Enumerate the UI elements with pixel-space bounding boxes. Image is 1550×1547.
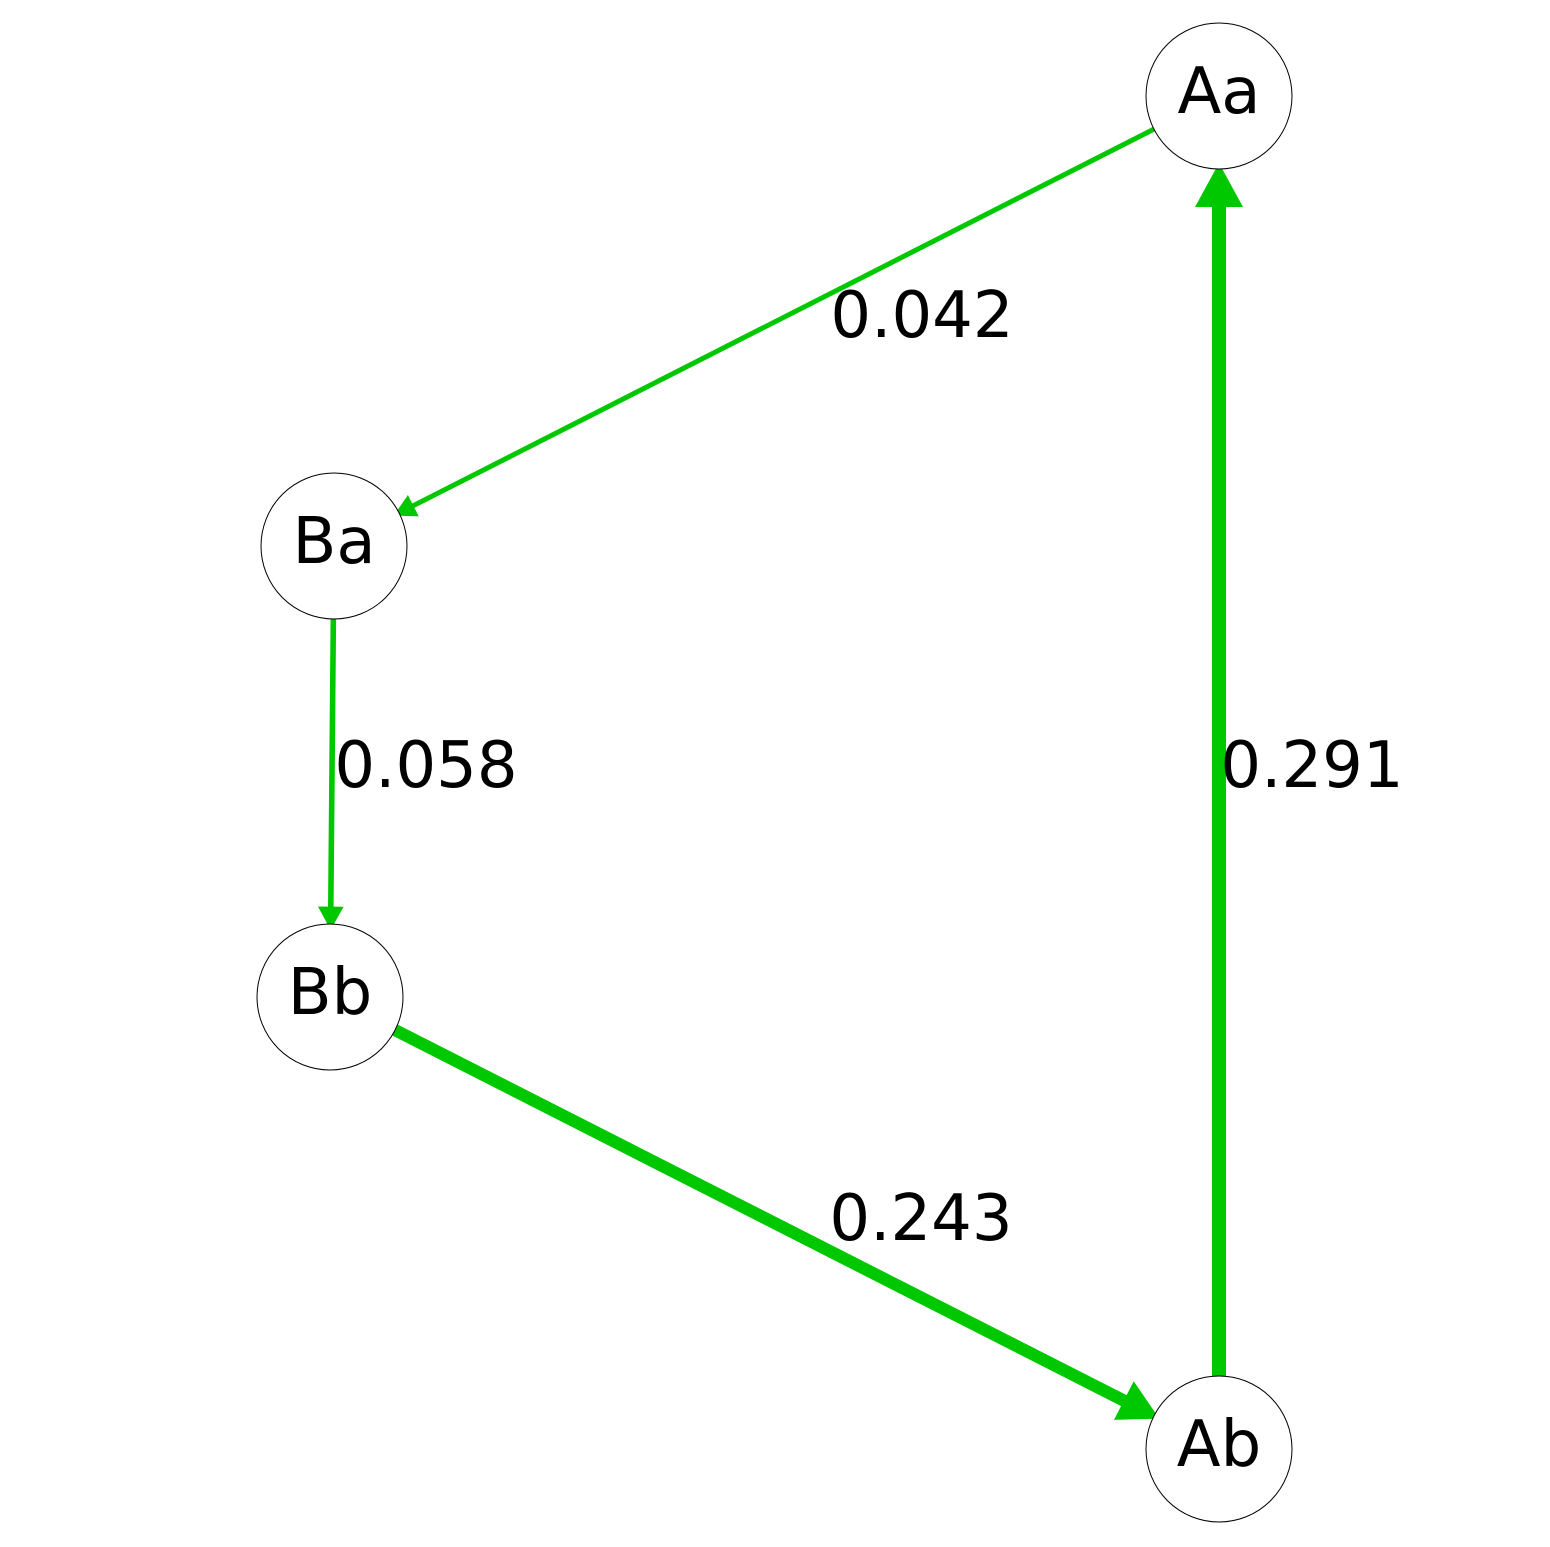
arrowhead-icon (318, 906, 344, 930)
node-ab-circle (1145, 1375, 1293, 1523)
edge-labels-layer: 0.042 0.058 0.243 0.291 (334, 279, 1403, 1256)
edge-ba-bb (318, 618, 344, 930)
node-bb-label: Bb (288, 956, 373, 1030)
arrowhead-icon (1114, 1381, 1160, 1420)
edge-line (327, 618, 337, 909)
edge-label-bb-ab: 0.243 (829, 1182, 1012, 1256)
edge-ab-aa (1195, 163, 1243, 1376)
node-aa[interactable]: Aa (1145, 22, 1293, 170)
edge-aa-ba (393, 126, 1156, 517)
node-aa-circle (1145, 22, 1293, 170)
edge-line (410, 126, 1156, 509)
edge-label-ba-bb: 0.058 (334, 729, 517, 803)
nodes-layer: Aa Ba Bb Ab (256, 22, 1293, 1523)
node-ab[interactable]: Ab (1145, 1375, 1293, 1523)
edges-layer (318, 126, 1243, 1420)
node-bb[interactable]: Bb (256, 923, 404, 1071)
edge-bb-ab (392, 1024, 1160, 1420)
node-ab-label: Ab (1177, 1408, 1261, 1482)
edge-label-ab-aa: 0.291 (1220, 729, 1403, 803)
edge-label-aa-ba: 0.042 (830, 279, 1013, 353)
node-ba[interactable]: Ba (260, 472, 408, 620)
node-aa-label: Aa (1178, 55, 1261, 129)
node-ba-label: Ba (292, 505, 375, 579)
edge-line (392, 1024, 1129, 1407)
node-ba-circle (260, 472, 408, 620)
node-bb-circle (256, 923, 404, 1071)
arrowhead-icon (393, 495, 419, 517)
arrowhead-icon (1195, 163, 1243, 207)
